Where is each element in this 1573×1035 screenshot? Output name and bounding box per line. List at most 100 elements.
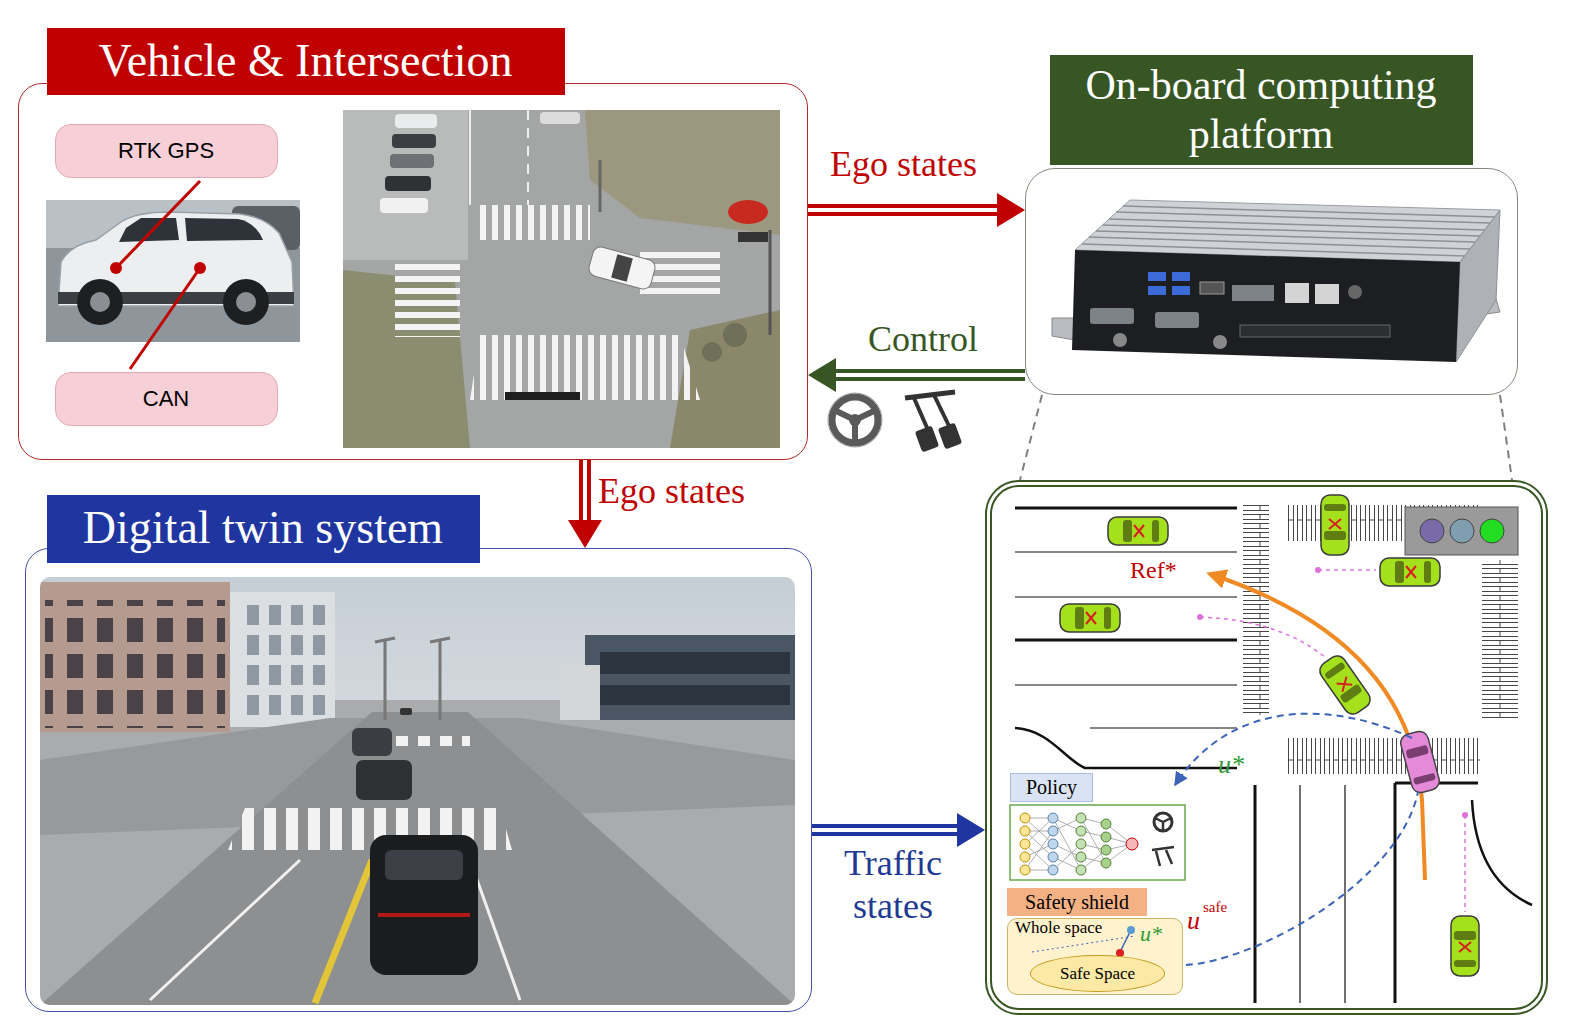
arrow-head (808, 358, 836, 392)
intersection-photo (540, 112, 580, 124)
superscript: safe (1203, 899, 1227, 915)
steering-wheel-icon (832, 397, 878, 443)
connector-arrow (1500, 395, 1512, 480)
intersection-photo (469, 110, 471, 205)
pedal-icon (914, 395, 950, 430)
computer-illustration (1148, 272, 1166, 281)
intersection-scene (1060, 604, 1120, 632)
vehicle-photo (46, 200, 300, 342)
zoom-panel: PolicySafety shieldSafe Space Whole space (985, 480, 1548, 1015)
action-symbol: u* (1140, 921, 1162, 946)
connector-line (834, 369, 1025, 381)
policy-network (1101, 845, 1111, 855)
intersection-scene (1405, 507, 1518, 555)
computer-illustration (1052, 318, 1075, 340)
arrow-head (997, 193, 1025, 227)
intersection-photo (385, 176, 431, 191)
computer-illustration (1072, 250, 1460, 362)
connector-line (834, 373, 1025, 377)
text-area: Whole space (1015, 915, 1115, 941)
shield-sketch (1007, 918, 1183, 995)
intersection-scene (1315, 567, 1321, 573)
policy-network (1076, 865, 1086, 875)
connector-line (812, 828, 959, 832)
edge-label: Ego states (830, 144, 977, 184)
policy-network (1048, 813, 1058, 823)
computer-illustration (1232, 285, 1274, 301)
sensor-leader (110, 262, 122, 274)
sensor-leader (116, 181, 200, 268)
policy-network (1020, 813, 1030, 875)
intersection-scene (1108, 517, 1168, 545)
steering-wheel-icon (828, 393, 882, 447)
intersection-scene (1285, 738, 1480, 774)
connector-line (808, 204, 999, 216)
digital-twin-render (384, 640, 387, 720)
computer-illustration (1172, 272, 1190, 281)
label-holder: Ego states (830, 143, 977, 186)
intersection-scene (1243, 505, 1269, 715)
intersection-photo (395, 262, 460, 337)
sensor-leader (110, 181, 206, 369)
title-tag: Policy (1010, 773, 1093, 802)
intersection-photo (599, 160, 602, 212)
intersection-photo (343, 110, 780, 448)
connector-line (812, 824, 959, 836)
computer-illustration (1315, 284, 1339, 304)
space-name: Whole space (1015, 918, 1102, 938)
digital-twin-render (600, 685, 790, 705)
edge-label: Control (868, 319, 978, 359)
policy-network (1076, 813, 1086, 823)
vehicle-photo (236, 292, 256, 312)
policy-network (1048, 852, 1058, 862)
shield-sketch (1127, 926, 1135, 934)
intersection-photo (585, 110, 780, 235)
intersection-scene (1186, 792, 1418, 965)
connector-arrow (808, 193, 1025, 227)
label-holder: u* (1218, 750, 1244, 780)
intersection-scene (1321, 495, 1349, 555)
policy-network (1048, 813, 1058, 875)
intersection-photo (505, 392, 580, 400)
vehicle-photo (77, 279, 123, 325)
label-holder: safe (1203, 898, 1227, 916)
connector-line (583, 460, 587, 522)
computer-illustration (1155, 312, 1199, 328)
computer-illustration (1285, 283, 1309, 303)
space-name: Safe Space (1060, 964, 1135, 984)
edge-label: Traffic states (818, 842, 968, 928)
sensor-leader (194, 262, 206, 274)
intersection-photo (611, 254, 633, 281)
policy-network (1048, 826, 1058, 836)
policy-network (1020, 826, 1030, 836)
digital-twin-render (378, 913, 470, 917)
block-title: Safety shield (1025, 891, 1129, 914)
steering-wheel-icon (834, 410, 876, 444)
digital-twin-render (356, 760, 412, 800)
intersection-scene (1420, 519, 1444, 543)
vehicle-photo (46, 200, 300, 342)
policy-network (1025, 818, 1132, 870)
policy-network (1020, 865, 1030, 875)
digital-twin-render (400, 708, 412, 715)
pedal-icon (905, 392, 955, 398)
policy-network (1048, 839, 1058, 849)
intersection-photo (480, 205, 590, 240)
intersection-photo (380, 198, 428, 213)
intersection-photo (390, 154, 434, 168)
policy-network (1101, 858, 1111, 868)
sensor-name: RTK GPS (118, 138, 214, 163)
sensor-leader (130, 268, 200, 369)
connector-arrow (1020, 395, 1042, 480)
text-area: Safety shield (1007, 888, 1147, 916)
policy-block: Policy (1010, 776, 1185, 880)
intersection-scene (1472, 800, 1532, 905)
action-symbol: u* (1218, 750, 1244, 779)
title-bar: Digital twin system (47, 495, 480, 563)
computer-illustration (1090, 308, 1134, 324)
intersection-scene (1316, 652, 1373, 717)
safe-space-ellipse: Safe Space (1030, 955, 1165, 992)
intersection-scene (1480, 519, 1504, 543)
computer-illustration (1172, 286, 1190, 295)
